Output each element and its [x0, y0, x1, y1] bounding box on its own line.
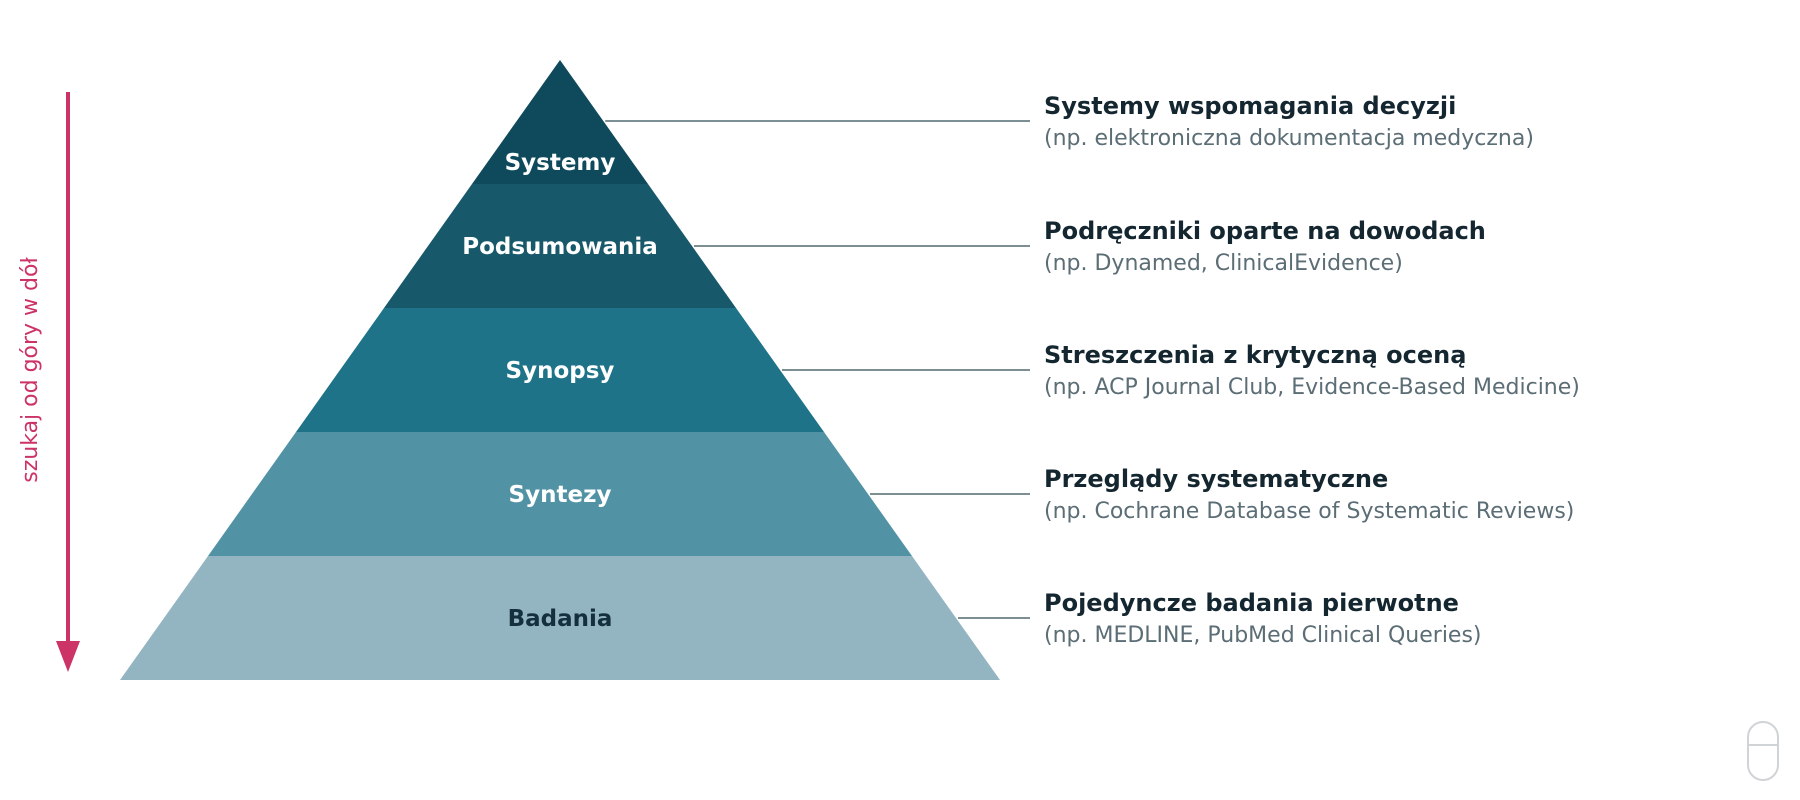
level-description-title: Streszczenia z krytyczną oceną — [1044, 341, 1466, 369]
level-description-subtitle: (np. Cochrane Database of Systematic Rev… — [1044, 499, 1574, 524]
mouse-body — [1747, 721, 1779, 781]
pyramid-level-4 — [208, 432, 912, 556]
arrow-head — [56, 641, 80, 672]
level-description-subtitle: (np. ACP Journal Club, Evidence-Based Me… — [1044, 375, 1580, 400]
level-description-title: Pojedyncze badania pierwotne — [1044, 589, 1459, 617]
search-direction-label: szukaj od góry w dół — [18, 257, 43, 483]
level-description-title: Systemy wspomagania decyzji — [1044, 92, 1456, 120]
pyramid-level-label: Badania — [508, 606, 613, 632]
pyramid-level-2 — [384, 184, 736, 308]
pyramid-level-label: Systemy — [505, 150, 616, 176]
connectors — [605, 120, 1030, 619]
pyramid-level-label: Syntezy — [509, 482, 612, 508]
level-description-subtitle: (np. MEDLINE, PubMed Clinical Queries) — [1044, 623, 1482, 648]
search-direction-arrow: szukaj od góry w dół — [18, 92, 80, 672]
pyramid-level-3 — [296, 308, 824, 432]
pyramid-level-5 — [120, 556, 1000, 680]
level-description-subtitle: (np. Dynamed, ClinicalEvidence) — [1044, 251, 1403, 276]
level-description-subtitle: (np. elektroniczna dokumentacja medyczna… — [1044, 126, 1534, 151]
pyramid-level-label: Synopsy — [506, 358, 615, 384]
mouse-icon — [1747, 721, 1779, 781]
pyramid-level-1 — [472, 60, 648, 184]
level-descriptions: Systemy wspomagania decyzji (np. elektron… — [1044, 92, 1580, 648]
level-description-title: Podręczniki oparte na dowodach — [1044, 217, 1486, 245]
pyramid-level-label: Podsumowania — [462, 234, 658, 260]
level-description-title: Przeglądy systematyczne — [1044, 465, 1388, 493]
